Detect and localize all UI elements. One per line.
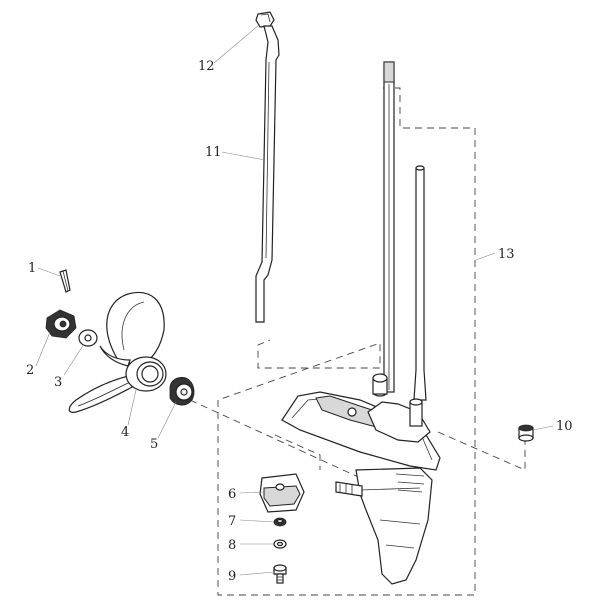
part-3-washer — [78, 329, 98, 347]
label-part-12: 12 — [198, 59, 215, 74]
part-6-anode — [259, 473, 305, 513]
leader-lines — [35, 23, 554, 576]
part-1-cotter-pin — [59, 269, 71, 293]
label-part-11: 11 — [205, 145, 222, 160]
assembly-boundary — [217, 87, 476, 596]
part-10-plug — [518, 424, 534, 442]
axis-line-propeller — [189, 399, 366, 481]
axis-line-plug — [437, 431, 526, 471]
axis-line-anode — [274, 434, 321, 470]
part-5-thrust-washer — [169, 377, 195, 406]
label-part-5: 5 — [150, 437, 158, 452]
callout-labels: 1 2 3 4 5 6 7 8 9 10 11 12 13 — [26, 59, 573, 584]
label-part-2: 2 — [26, 363, 34, 378]
part-13-gear-case — [281, 373, 441, 585]
part-7-spring-washer — [273, 517, 287, 527]
part-13-water-tube — [413, 165, 427, 401]
label-part-8: 8 — [228, 538, 236, 553]
label-part-6: 6 — [228, 487, 236, 502]
part-13-drive-shaft — [383, 61, 395, 393]
label-part-1: 1 — [28, 261, 36, 276]
label-part-13: 13 — [498, 247, 515, 262]
part-12-clip — [255, 11, 275, 28]
label-part-4: 4 — [121, 425, 129, 440]
label-part-3: 3 — [54, 375, 62, 390]
part-11-shift-rod — [255, 25, 280, 323]
part-9-bolt — [273, 564, 287, 584]
part-4-propeller — [68, 292, 167, 413]
label-part-7: 7 — [228, 514, 236, 529]
label-part-10: 10 — [556, 419, 573, 434]
part-2-propeller-nut — [45, 309, 77, 339]
label-part-9: 9 — [228, 569, 236, 584]
part-8-flat-washer — [273, 539, 287, 549]
